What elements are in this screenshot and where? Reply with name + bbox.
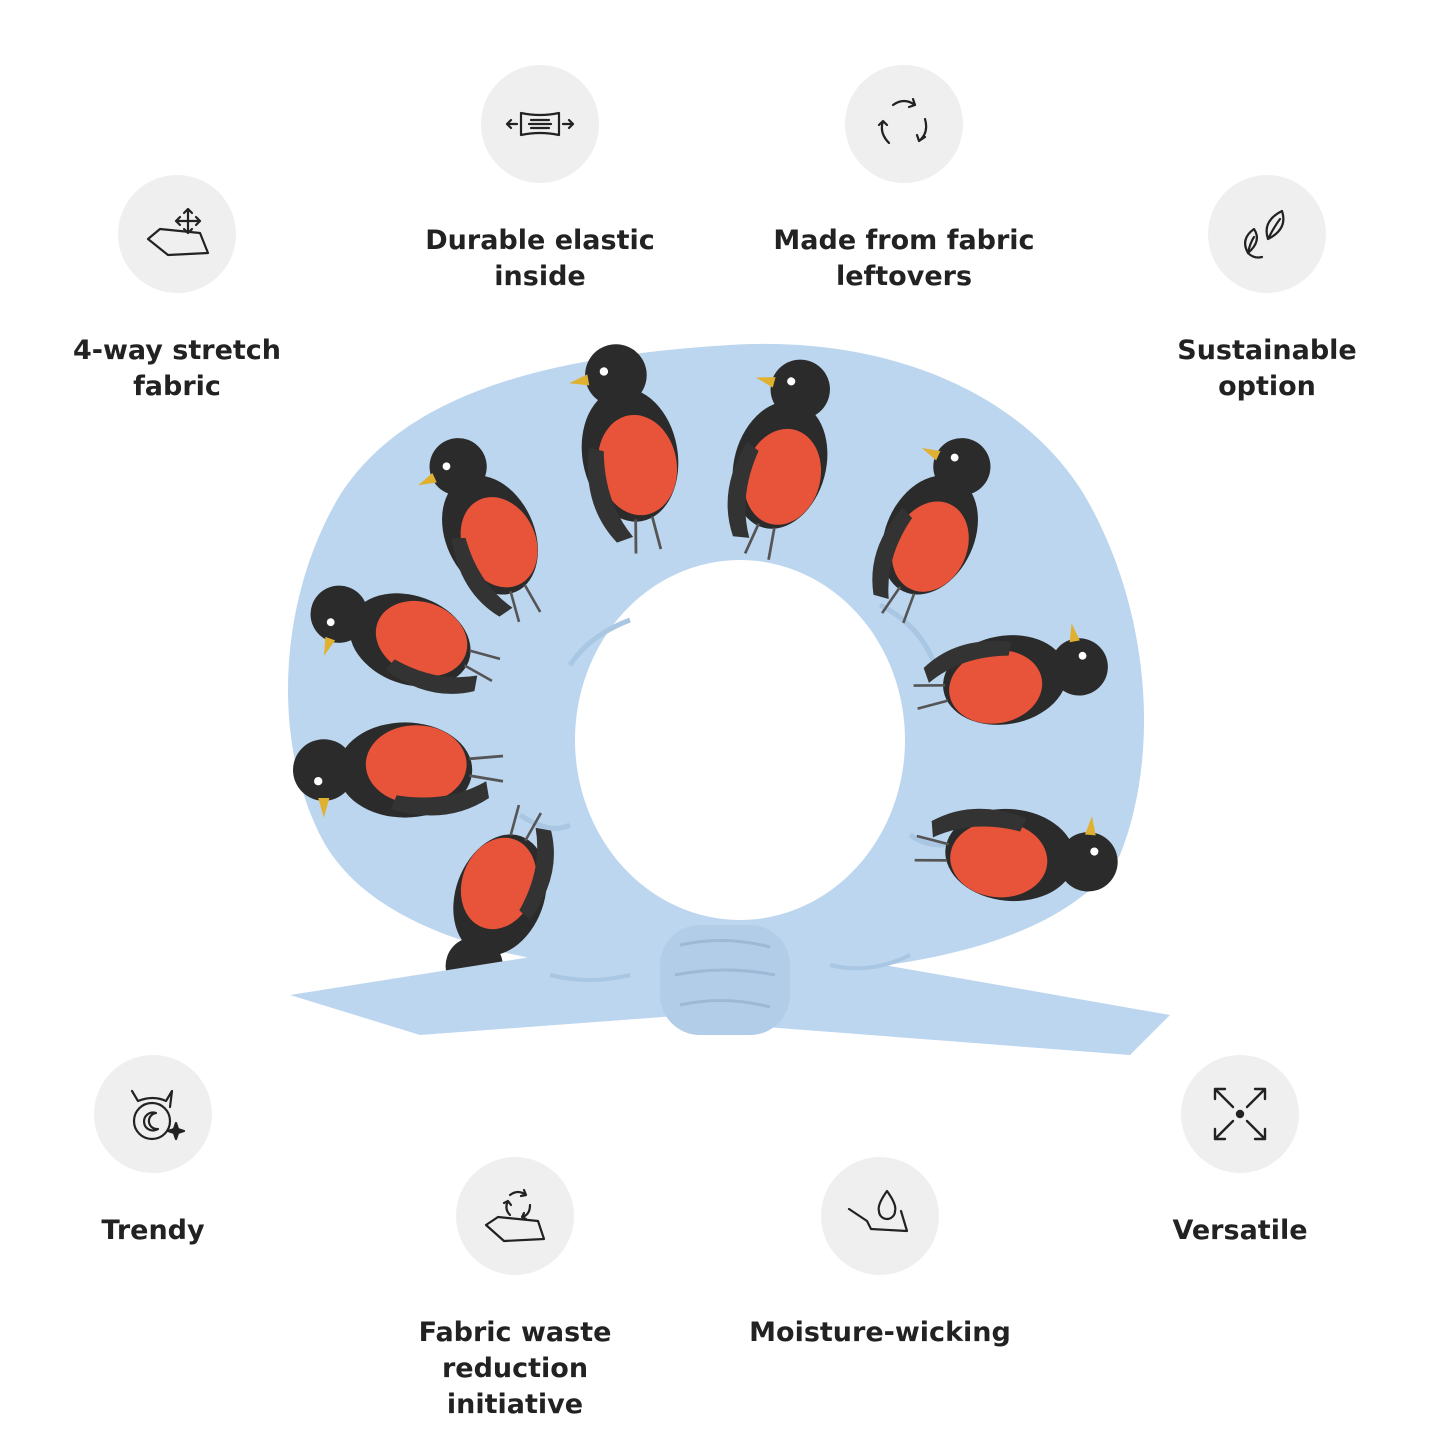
water-drop-icon xyxy=(821,1157,939,1275)
leaves-icon xyxy=(1208,175,1326,293)
expand-arrows-icon xyxy=(1181,1055,1299,1173)
feature-label: Versatile xyxy=(1172,1215,1308,1246)
scrunchie-product-image xyxy=(287,335,1170,1055)
feature-label: Trendy xyxy=(101,1215,205,1246)
feature-versatile: Versatile xyxy=(1070,1055,1410,1249)
feature-trendy: Trendy xyxy=(0,1055,323,1249)
bow-knot xyxy=(660,925,790,1035)
feature-label: Moisture-wicking xyxy=(749,1317,1011,1348)
elastic-icon xyxy=(481,65,599,183)
stretch-fabric-icon xyxy=(118,175,236,293)
trendy-icon xyxy=(94,1055,212,1173)
recycle-icon xyxy=(845,65,963,183)
feature-moisture: Moisture-wicking xyxy=(710,1157,1050,1351)
fabric-recycle-icon xyxy=(456,1157,574,1275)
